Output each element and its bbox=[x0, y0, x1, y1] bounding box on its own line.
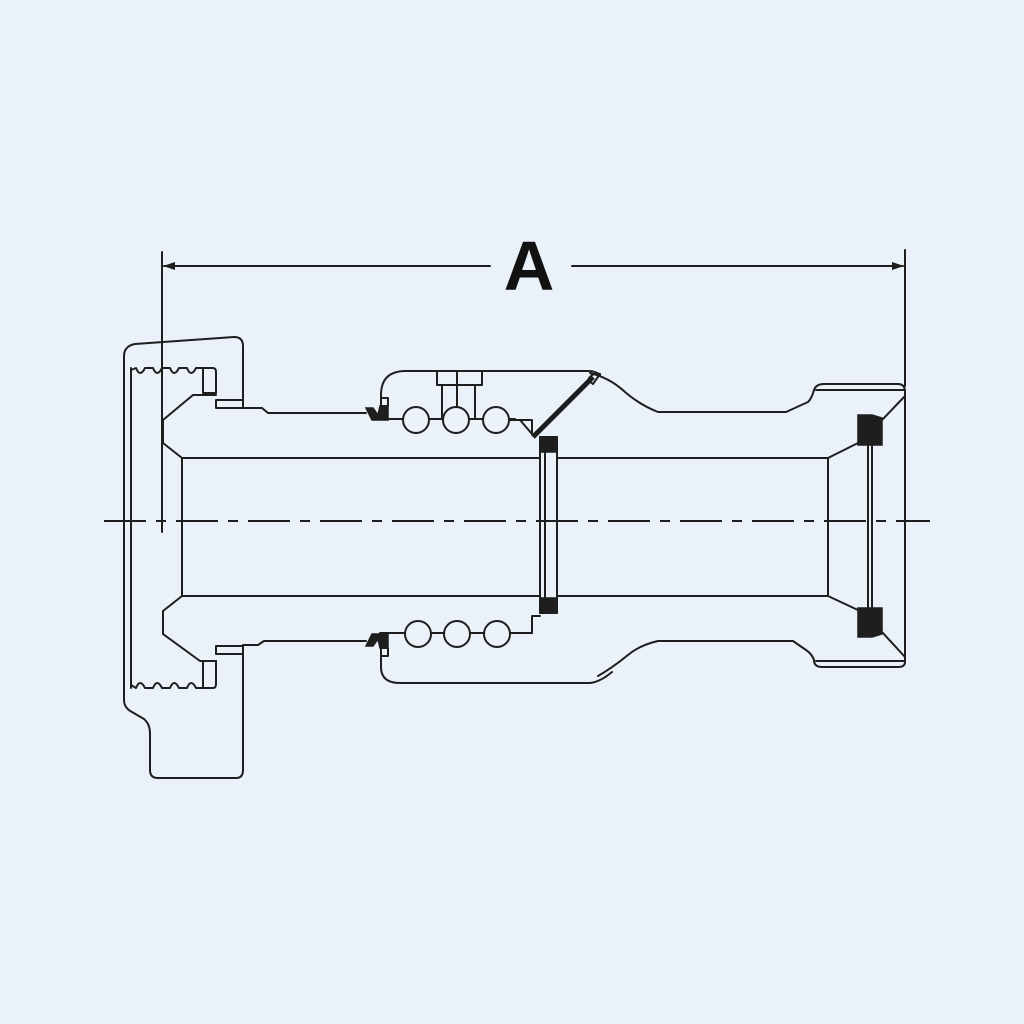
locking-balls-bottom bbox=[379, 615, 541, 648]
middle-seal-ring bbox=[539, 436, 558, 614]
seal-top-left bbox=[364, 405, 389, 421]
coupling-nut bbox=[123, 336, 244, 779]
locking-sleeve bbox=[364, 370, 613, 684]
locking-balls-top bbox=[379, 406, 533, 435]
coupling-body bbox=[162, 372, 906, 677]
dimension-a: A bbox=[161, 227, 906, 533]
end-seal bbox=[857, 414, 883, 638]
dimension-label: A bbox=[504, 227, 555, 305]
spring bbox=[531, 375, 595, 439]
seal-bottom-left bbox=[364, 633, 389, 649]
